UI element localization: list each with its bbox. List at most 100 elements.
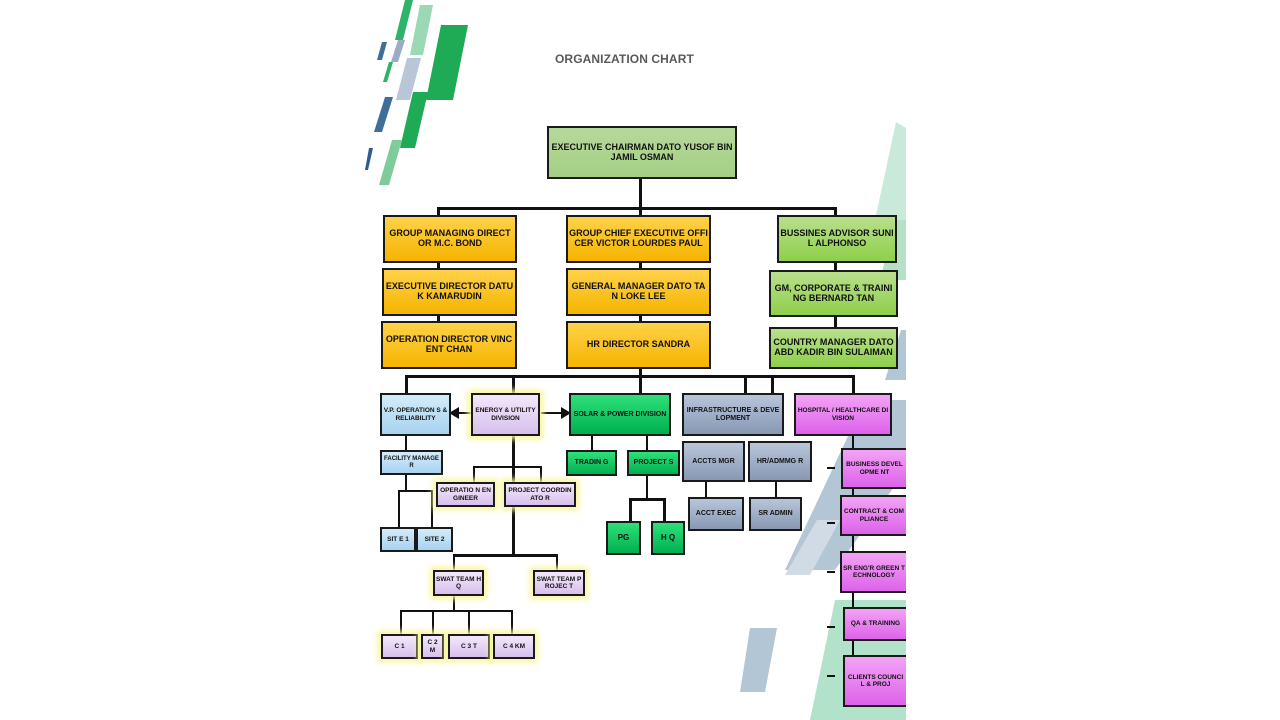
energy-utility-division-box[interactable]: ENERGY & UTILITY DIVISION — [471, 393, 540, 436]
box-label: BUSINESS DEVELOPME NT — [846, 461, 903, 476]
country-manager-box[interactable]: COUNTRY MANAGER DATO ABD KADIR BIN SULAI… — [769, 327, 898, 369]
group-managing-director-box[interactable]: GROUP MANAGING DIRECTOR M.C. BOND — [383, 215, 517, 263]
connector-line — [431, 490, 433, 527]
qa-training-box[interactable]: QA & TRAINING — [843, 607, 906, 641]
clients-council-proj-box[interactable]: CLIENTS COUNCIL & PROJ — [843, 655, 906, 707]
box-label: PG — [617, 532, 630, 542]
swat-team-project-box[interactable]: SWAT TEAM PROJEC T — [533, 570, 585, 596]
connector-line — [453, 595, 455, 611]
connector-line — [827, 571, 835, 573]
arrow-line-right — [541, 412, 563, 414]
site-1-box[interactable]: SIT E 1 — [380, 527, 416, 552]
team-c2-box[interactable]: C 2 M — [421, 634, 444, 659]
hr-admin-mgr-box[interactable]: HR/ADMMG R — [748, 441, 812, 482]
executive-director-box[interactable]: EXECUTIVE DIRECTOR DATUK KAMARUDIN — [382, 268, 517, 316]
executive-chairman-box[interactable]: EXECUTIVE CHAIRMAN DATO YUSOF BIN JAMIL … — [547, 126, 737, 179]
box-label: SWAT TEAM PROJEC T — [536, 575, 582, 590]
connector-line — [400, 610, 513, 612]
connector-line — [591, 435, 593, 450]
acct-exec-box[interactable]: ACCT EXEC — [688, 497, 744, 531]
connector-line — [629, 498, 632, 521]
hospital-healthcare-division-box[interactable]: HOSPITAL / HEALTHCARE DIVISION — [794, 393, 892, 436]
connector-line — [540, 466, 542, 482]
connector-line — [556, 554, 558, 570]
box-label: PROJECT COORDINATO R — [508, 487, 572, 502]
box-label: SR ADMIN — [758, 510, 793, 518]
box-label: HOSPITAL / HEALTHCARE DIVISION — [797, 407, 889, 422]
swat-team-hq-box[interactable]: SWAT TEAM HQ — [433, 570, 484, 596]
contract-compliance-box[interactable]: CONTRACT & COMPLIANCE — [840, 495, 906, 536]
slide: ORGANIZATION CHART — [365, 0, 906, 720]
connector-line — [639, 315, 642, 322]
team-c3-box[interactable]: C 3 T — [448, 634, 490, 659]
solar-power-division-box[interactable]: SOLAR & POWER DIVISION — [569, 393, 671, 436]
connector-line — [827, 467, 835, 469]
sr-admin-box[interactable]: SR ADMIN — [749, 497, 802, 531]
box-label: INFRASTRUCTURE & DEVELOPMENT — [686, 406, 780, 422]
operation-engineer-box[interactable]: OPERATIO N ENGINEER — [436, 482, 495, 507]
trading-box[interactable]: TRADIN G — [566, 450, 617, 476]
connector-line — [705, 481, 707, 500]
pg-box[interactable]: PG — [606, 521, 641, 555]
connector-line — [639, 375, 642, 394]
connector-line — [453, 554, 558, 557]
connector-line — [629, 498, 666, 501]
box-label: GROUP CHIEF EXECUTIVE OFFICER VICTOR LOU… — [569, 228, 708, 248]
connector-line — [511, 610, 513, 634]
box-label: EXECUTIVE CHAIRMAN DATO YUSOF BIN JAMIL … — [551, 141, 733, 162]
connector-line — [639, 368, 642, 377]
hr-director-box[interactable]: HR DIRECTOR SANDRA — [566, 321, 711, 369]
connector-line — [437, 262, 440, 270]
business-advisor-box[interactable]: BUSSINES ADVISOR SUNIL ALPHONSO — [777, 215, 897, 263]
box-label: ACCTS MGR — [692, 457, 735, 465]
connector-line — [405, 375, 408, 394]
connector-line — [827, 675, 835, 677]
box-label: ENERGY & UTILITY DIVISION — [475, 407, 536, 422]
project-coordinator-box[interactable]: PROJECT COORDINATO R — [504, 482, 576, 507]
box-label: EXECUTIVE DIRECTOR DATUK KAMARUDIN — [385, 281, 514, 301]
box-label: SITE 2 — [424, 535, 445, 543]
facility-manager-box[interactable]: FACILITY MANAGER — [380, 450, 443, 475]
projects-box[interactable]: PROJECT S — [627, 450, 680, 476]
general-manager-box[interactable]: GENERAL MANAGER DATO TAN LOKE LEE — [566, 268, 711, 316]
box-label: FACILITY MANAGER — [384, 456, 439, 469]
box-label: QA & TRAINING — [850, 620, 901, 628]
vp-operations-box[interactable]: V.P. OPERATION S & RELIABILITY — [380, 393, 451, 436]
box-label: SIT E 1 — [387, 535, 409, 543]
connector-line — [473, 466, 475, 482]
sr-engineer-green-technology-box[interactable]: SR ENG'R GREEN TECHNOLOGY — [840, 551, 906, 593]
hq-box[interactable]: H Q — [651, 521, 685, 555]
box-label: C 4 KM — [502, 642, 526, 650]
connector-line — [744, 375, 747, 394]
connector-line — [512, 375, 515, 394]
business-development-box[interactable]: BUSINESS DEVELOPME NT — [841, 448, 906, 489]
group-ceo-box[interactable]: GROUP CHIEF EXECUTIVE OFFICER VICTOR LOU… — [566, 215, 711, 263]
box-label: V.P. OPERATION S & RELIABILITY — [383, 407, 448, 422]
connector-line — [827, 522, 835, 524]
connector-line — [405, 375, 855, 378]
connector-line — [437, 315, 440, 322]
site-2-box[interactable]: SITE 2 — [416, 527, 453, 552]
box-label: CONTRACT & COMPLIANCE — [844, 508, 904, 523]
box-label: H Q — [660, 532, 676, 542]
box-label: CLIENTS COUNCIL & PROJ — [847, 673, 904, 688]
operation-director-box[interactable]: OPERATION DIRECTOR VINCENT CHAN — [381, 321, 517, 369]
infrastructure-development-box[interactable]: INFRASTRUCTURE & DEVELOPMENT — [682, 393, 784, 436]
connector-line — [834, 316, 837, 328]
connector-line — [834, 262, 837, 271]
box-label: ACCT EXEC — [695, 510, 737, 518]
connector-line — [663, 498, 666, 521]
team-c1-box[interactable]: C 1 — [381, 634, 418, 659]
accts-mgr-box[interactable]: ACCTS MGR — [682, 441, 745, 482]
connector-line — [405, 475, 407, 491]
box-label: GENERAL MANAGER DATO TAN LOKE LEE — [571, 281, 706, 301]
connector-line — [437, 207, 837, 210]
connector-line — [646, 475, 648, 499]
box-label: C 2 M — [427, 639, 438, 654]
box-label: PROJECT S — [633, 459, 674, 467]
team-c4-box[interactable]: C 4 KM — [493, 634, 535, 659]
connector-line — [834, 207, 837, 216]
connector-line — [473, 466, 541, 468]
gm-corporate-training-box[interactable]: GM, CORPORATE & TRAINING BERNARD TAN — [769, 270, 898, 317]
